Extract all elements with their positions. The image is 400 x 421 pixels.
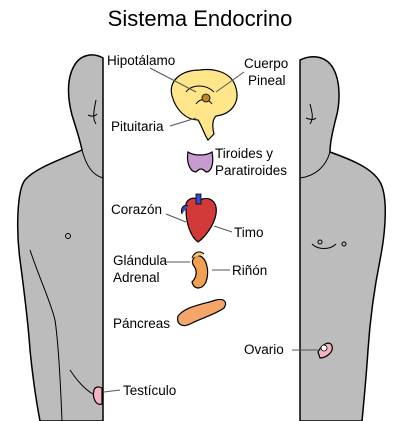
ovary-icon [317, 342, 333, 359]
kidney-icon [191, 251, 209, 289]
label-glandula-adrenal-line2: Adrenal [113, 270, 160, 285]
label-testiculo: Testículo [123, 383, 177, 398]
label-corazon: Corazón [111, 202, 163, 217]
label-hipotalamo: Hipotálamo [107, 53, 176, 68]
label-cuerpo-pineal-line1: Cuerpo [244, 56, 289, 71]
leader-lines [103, 67, 318, 393]
label-cuerpo-pineal-line2: Pineal [248, 73, 286, 88]
label-tiroides-line1: Tiroides y [215, 146, 274, 161]
testicle-icon [92, 386, 103, 405]
label-timo: Timo [234, 225, 264, 240]
label-rinon: Riñón [232, 263, 268, 278]
male-body [16, 54, 104, 421]
label-pancreas: Páncreas [113, 316, 171, 331]
pancreas-icon [177, 298, 227, 327]
heart-icon [181, 193, 217, 243]
brain-icon [170, 68, 238, 141]
label-tiroides-line2: Paratiroides [215, 163, 288, 178]
label-pituitaria: Pituitaria [111, 119, 164, 134]
female-body [299, 55, 387, 421]
label-glandula-adrenal-line1: Glándula [113, 253, 168, 268]
thyroid-icon [186, 151, 214, 173]
diagram-title: Sistema Endocrino [107, 6, 293, 31]
label-ovario: Ovario [244, 342, 284, 357]
